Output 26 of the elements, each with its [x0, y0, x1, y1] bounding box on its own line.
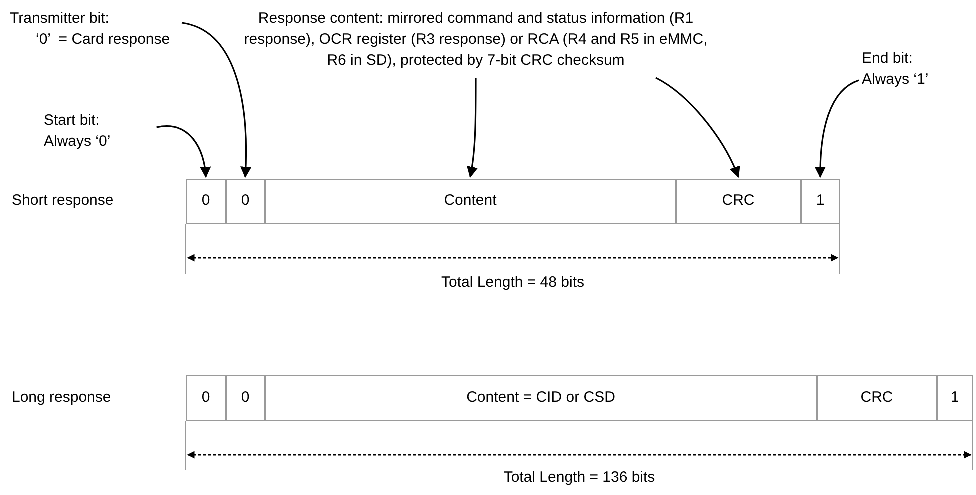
annotation-text: Start bit: — [44, 111, 101, 131]
bit-field-cell: Content — [265, 179, 676, 224]
arrow — [182, 22, 252, 178]
arrow — [656, 77, 740, 178]
length-label: Total Length = 136 bits — [502, 468, 656, 488]
annotation-text: Response content: mirrored command and status information (R1 response), OCR register (R3 response) or RCA (R4 and R5 in eMMC, R6 in SD), protected by 7-bit CRC checksum — [243, 9, 709, 71]
bit-field-cell: 0 — [186, 375, 226, 421]
annotation-text: Always ‘1’ — [862, 70, 930, 90]
bit-field-cell: CRC — [676, 179, 801, 224]
row-label: Short response — [11, 191, 115, 211]
annotation-text: ‘0’ = Card response — [35, 30, 172, 50]
bit-field-cell: Content = CID or CSD — [265, 375, 817, 421]
bit-field-cell: 1 — [937, 375, 973, 421]
arrow — [156, 126, 211, 178]
arrow — [466, 78, 478, 178]
bit-field-cell: CRC — [817, 375, 937, 421]
bit-field-cell: 0 — [186, 179, 226, 224]
bit-field-cell: 1 — [801, 179, 840, 224]
arrow — [814, 80, 860, 178]
bit-field-cell: 0 — [226, 375, 265, 421]
annotation-text: End bit: — [862, 49, 914, 69]
annotation-text: Transmitter bit: — [10, 9, 110, 29]
length-label: Total Length = 48 bits — [440, 273, 586, 293]
bit-field-cell: 0 — [226, 179, 265, 224]
annotation-text: Always ‘0’ — [44, 132, 112, 152]
row-label: Long response — [11, 388, 112, 408]
